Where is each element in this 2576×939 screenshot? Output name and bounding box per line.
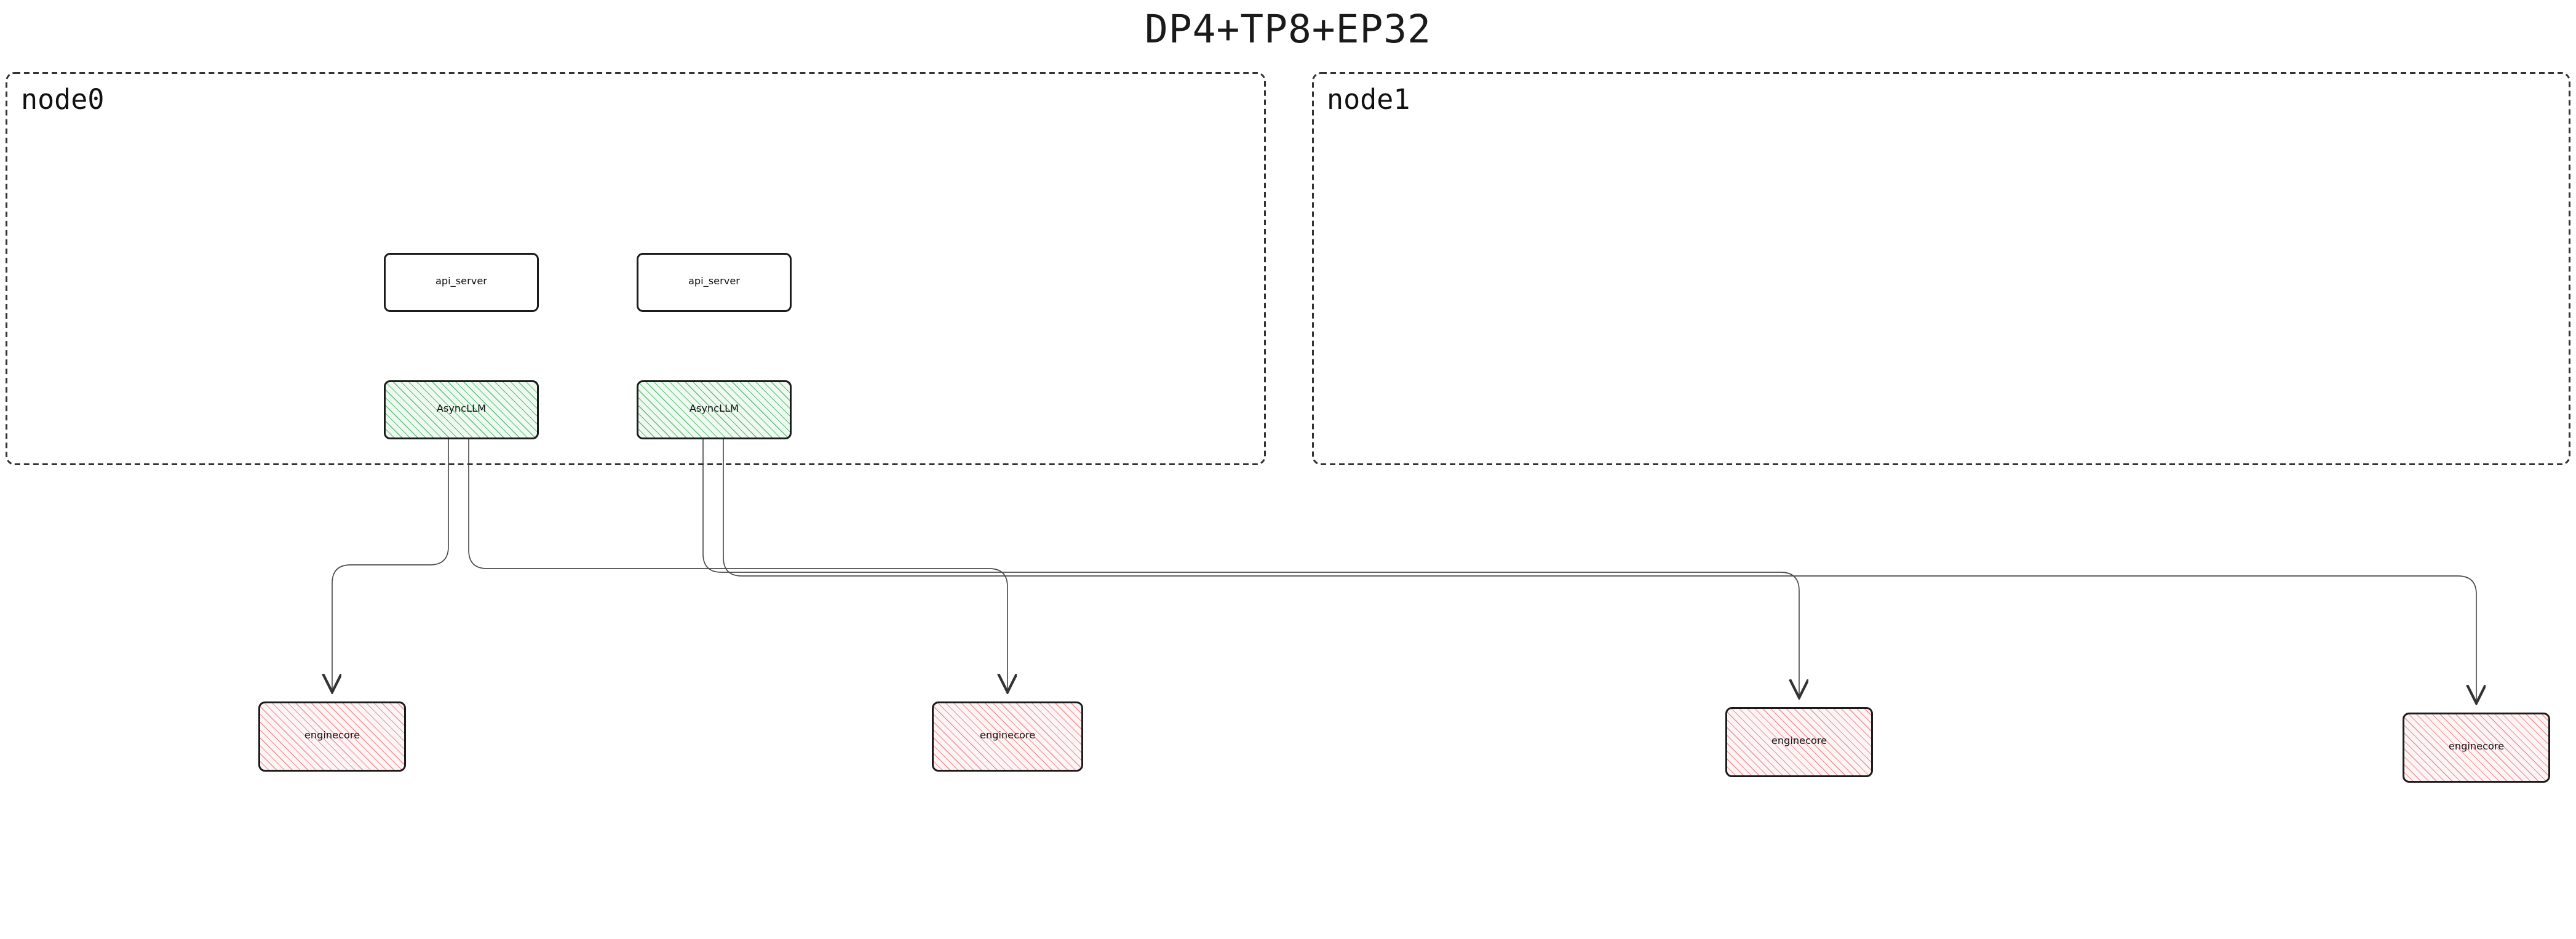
enginecore-2[interactable]: enginecore: [1725, 707, 1873, 777]
api-server-0[interactable]: api_server: [384, 253, 539, 312]
enginecore-0[interactable]: enginecore: [258, 701, 406, 772]
cluster-node1-label: node1: [1327, 83, 1410, 117]
cluster-node0-label: node0: [20, 83, 105, 117]
page-title: DP4+TP8+EP32: [1144, 7, 1431, 52]
asyncllm-0-label: AsyncLLM: [436, 404, 487, 415]
api-server-1[interactable]: api_server: [637, 253, 792, 312]
enginecore-1-label: enginecore: [979, 731, 1036, 742]
edge-asyncllm0-enginecore0: [332, 439, 449, 690]
edge-asyncllm0-enginecore1: [468, 439, 1008, 690]
enginecore-3-label: enginecore: [2448, 742, 2505, 753]
api-server-1-label: api_server: [688, 277, 740, 288]
edge-asyncllm1-enginecore2: [702, 439, 1799, 696]
diagram-canvas: DP4+TP8+EP32 node0 node1 api_server api_s…: [0, 0, 2576, 783]
enginecore-2-label: enginecore: [1771, 737, 1827, 748]
api-server-0-label: api_server: [435, 277, 487, 288]
enginecore-3[interactable]: enginecore: [2403, 713, 2550, 783]
cluster-node0: [6, 71, 1266, 465]
edge-asyncllm1-enginecore3: [723, 439, 2476, 701]
asyncllm-1-label: AsyncLLM: [689, 404, 739, 415]
cluster-node1: [1312, 71, 2570, 465]
asyncllm-0[interactable]: AsyncLLM: [384, 380, 539, 439]
enginecore-1[interactable]: enginecore: [932, 701, 1083, 772]
asyncllm-1[interactable]: AsyncLLM: [637, 380, 792, 439]
enginecore-0-label: enginecore: [304, 731, 360, 742]
